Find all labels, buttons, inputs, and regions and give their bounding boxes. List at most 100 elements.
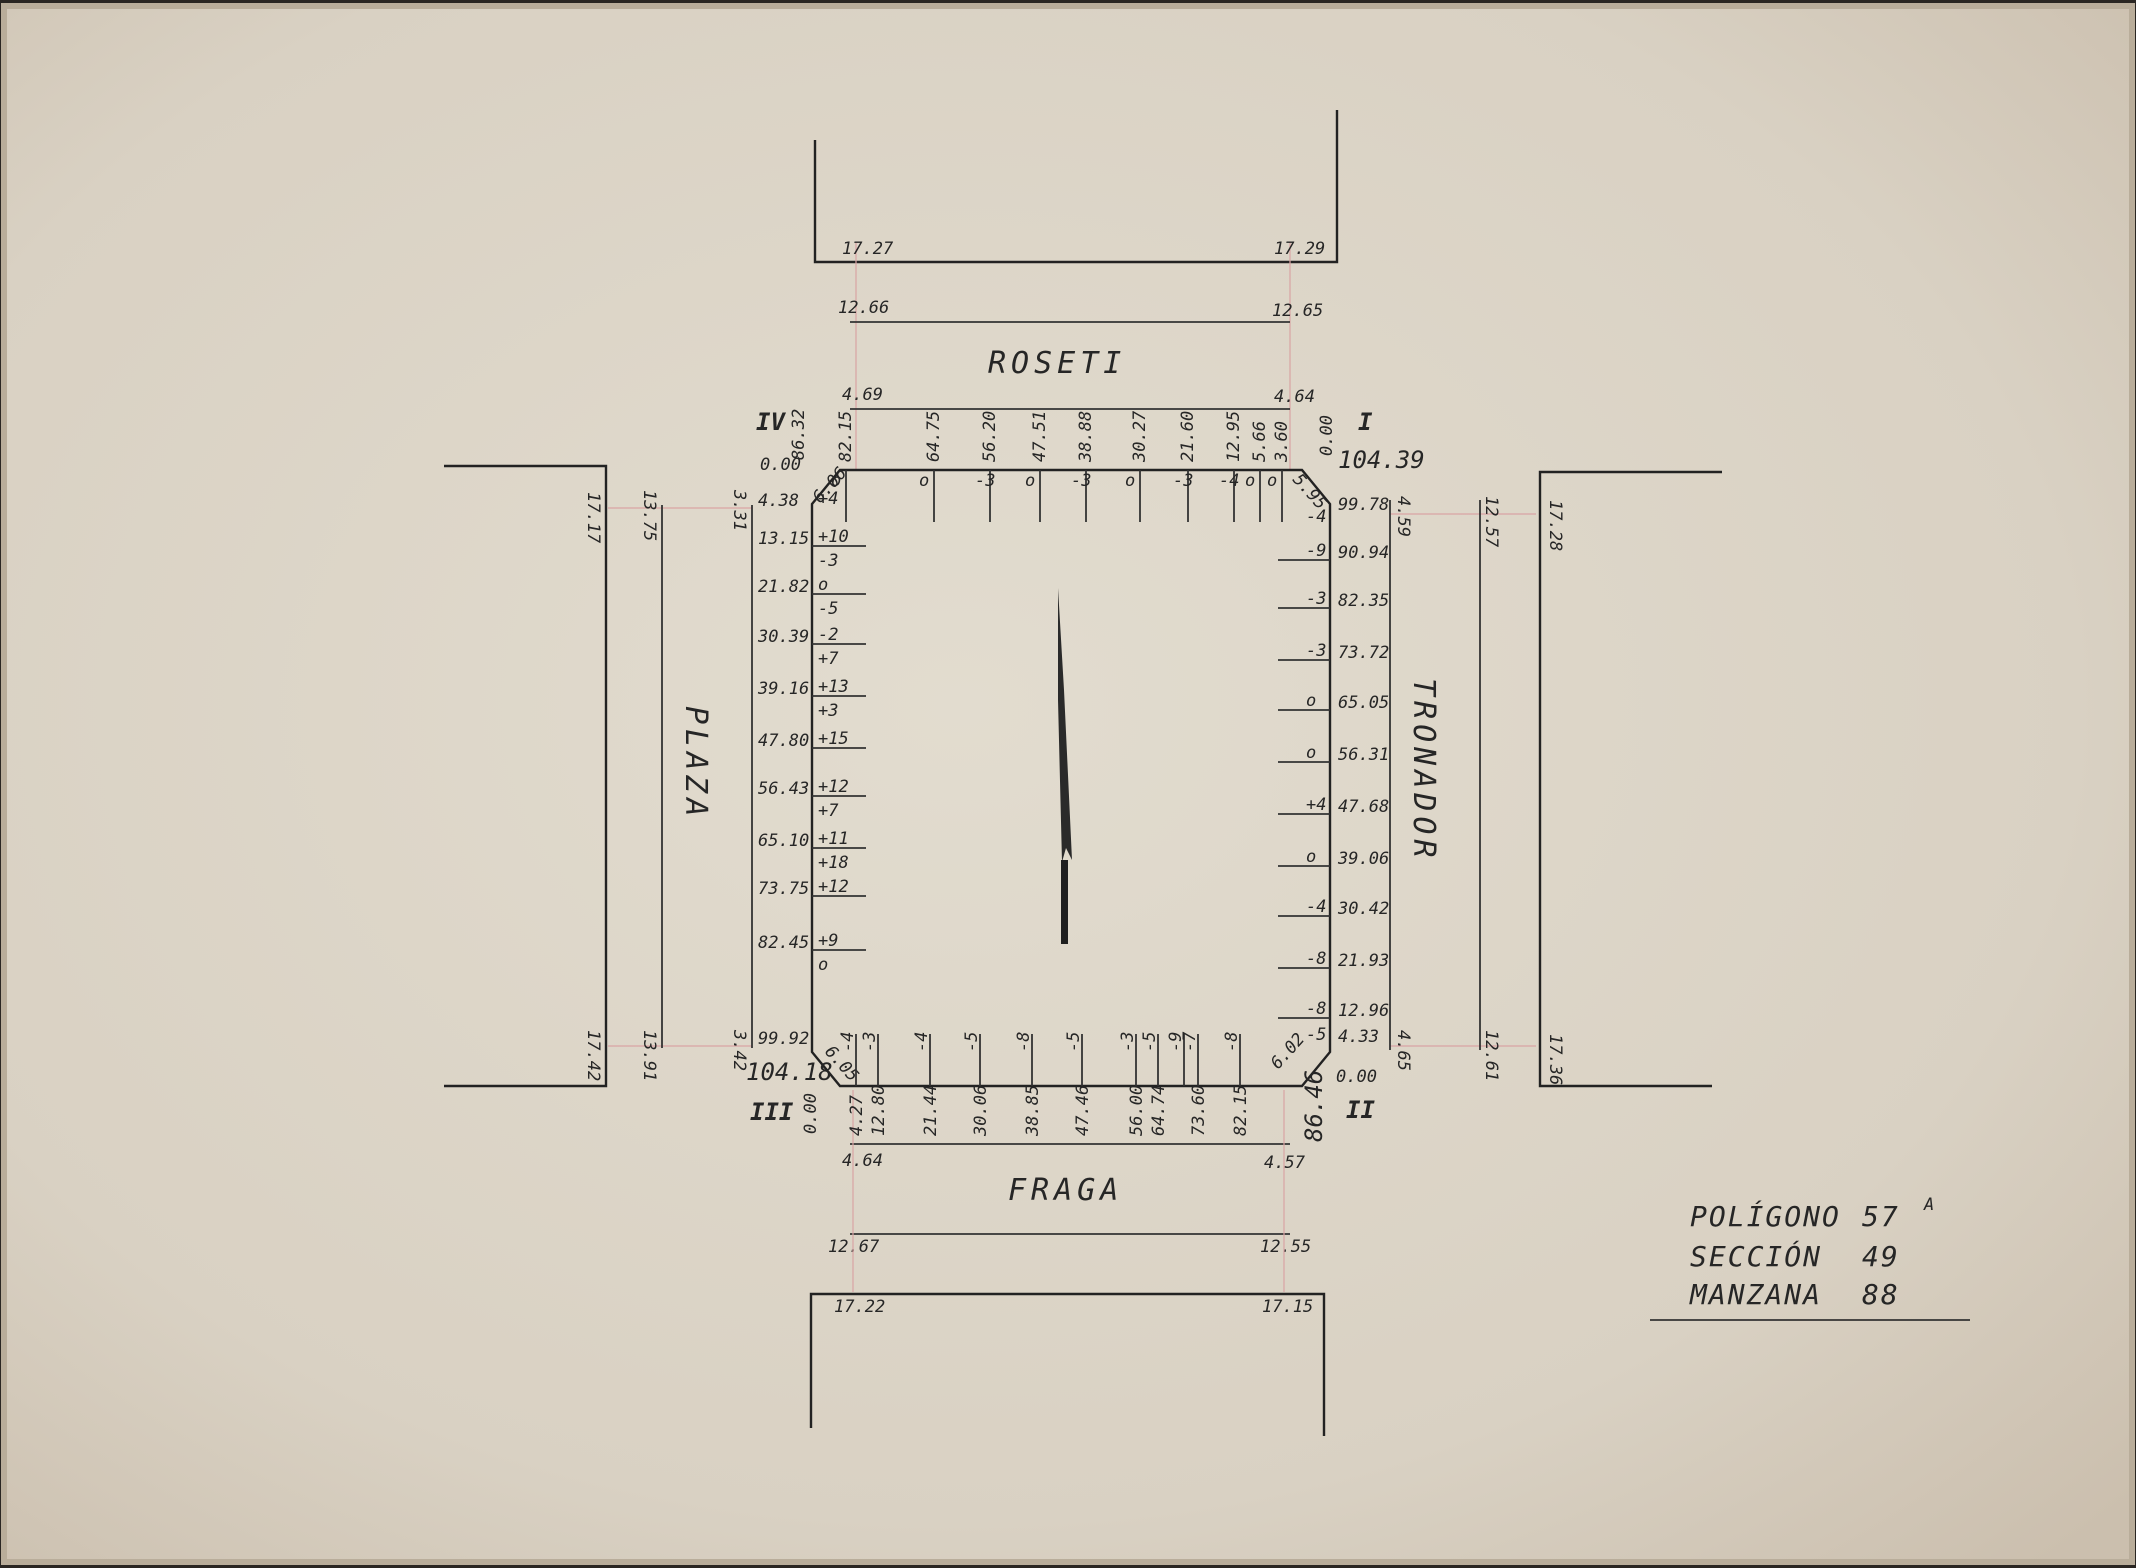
right-tick-elevation: -4 bbox=[1306, 897, 1326, 917]
left-tick-elevation: +12 bbox=[818, 777, 849, 797]
left-tick-elevation: +13 bbox=[818, 677, 849, 697]
bottom-tick-distance: 73.60 bbox=[1189, 1085, 1209, 1136]
right-tick-distance: 82.35 bbox=[1338, 591, 1389, 611]
left-tick-elevation: +9 bbox=[818, 931, 838, 951]
bottom-inner-right: 4.57 bbox=[1264, 1153, 1306, 1173]
left-tick-elevation: +12 bbox=[818, 877, 849, 897]
bottom-side-ticks: -44.27-312.80-421.44-530.06-838.85-547.4… bbox=[838, 1031, 1251, 1137]
right-outer-bottom: 17.36 bbox=[1545, 1034, 1565, 1085]
top-tick-distance: 12.95 bbox=[1224, 411, 1244, 462]
top-tick-distance: 3.60 bbox=[1272, 421, 1292, 463]
top-tick-distance: 30.27 bbox=[1130, 410, 1150, 463]
right-tick-distance: 12.96 bbox=[1338, 1001, 1389, 1021]
right-tick-elevation: o bbox=[1306, 691, 1316, 711]
bottom-outer-right: 17.15 bbox=[1262, 1297, 1313, 1317]
left-inner-bottom: 3.42 bbox=[729, 1029, 749, 1071]
corner-ii-label: II bbox=[1346, 1096, 1375, 1124]
top-tick-distance: 38.88 bbox=[1076, 411, 1096, 463]
paper-edge bbox=[1, 3, 2135, 1565]
bottom-inner-left: 4.64 bbox=[842, 1151, 883, 1171]
right-tick-distance: 21.93 bbox=[1338, 951, 1389, 971]
left-tick-distance: 30.39 bbox=[757, 627, 809, 647]
bottom-tick-distance: 38.85 bbox=[1023, 1085, 1043, 1137]
left-tick-elevation: -2 bbox=[818, 625, 838, 645]
right-tick-distance: 30.42 bbox=[1337, 899, 1389, 919]
right-tick-elevation: o bbox=[1306, 847, 1316, 867]
bottom-mid-left: 12.67 bbox=[828, 1237, 880, 1257]
right-tick-elevation: -9 bbox=[1306, 541, 1326, 561]
bottom-tick-distance: 12.80 bbox=[869, 1085, 889, 1136]
right-tick-distance: 90.94 bbox=[1338, 543, 1389, 563]
bottom-tick-distance: 56.00 bbox=[1127, 1085, 1147, 1136]
top-side-start: 86.32 bbox=[789, 409, 809, 460]
bottom-tick-elevation: -5 bbox=[962, 1032, 982, 1052]
left-tick-distance: 82.45 bbox=[758, 933, 809, 953]
top-tick-distance: 82.15 bbox=[836, 411, 856, 462]
manzana-label: MANZANA bbox=[1689, 1278, 1822, 1311]
right-block-outline bbox=[1538, 470, 1722, 1088]
top-side-ticks: 82.15o64.75o56.20-347.51o38.88-330.27o21… bbox=[831, 410, 1292, 522]
left-tick-elevation-2: -5 bbox=[818, 599, 838, 619]
top-tick-elevation: -3 bbox=[1071, 471, 1091, 491]
title-block: POLÍGONO 57 A SECCIÓN 49 MANZANA 88 bbox=[1650, 1195, 1970, 1321]
bottom-mid-right: 12.55 bbox=[1260, 1237, 1311, 1257]
left-tick-elevation: +11 bbox=[818, 829, 849, 849]
right-outer-top: 17.28 bbox=[1545, 500, 1565, 551]
right-tick-distance: 56.31 bbox=[1338, 745, 1389, 765]
left-tick-elevation-2: +3 bbox=[818, 701, 838, 721]
bottom-tick-elevation: -4 bbox=[912, 1032, 932, 1052]
corner-i-label: I bbox=[1358, 408, 1373, 436]
left-tick-distance: 21.82 bbox=[758, 577, 809, 597]
left-tick-elevation: +4 bbox=[818, 489, 838, 509]
left-outer-top: 17.17 bbox=[583, 492, 603, 544]
bottom-tick-elevation: -3 bbox=[860, 1032, 880, 1052]
right-inner-bottom: 4.65 bbox=[1393, 1030, 1413, 1071]
left-tick-elevation-2: o bbox=[818, 955, 828, 975]
left-tick-distance: 65.10 bbox=[758, 831, 809, 851]
poligono-suffix: A bbox=[1923, 1195, 1934, 1215]
north-arrow-icon bbox=[1058, 588, 1072, 944]
corner-iv-value: 0.00 bbox=[760, 455, 801, 475]
top-inner-left: 4.69 bbox=[842, 385, 883, 405]
seccion-label: SECCIÓN bbox=[1690, 1239, 1822, 1273]
street-left: PLAZA bbox=[678, 706, 713, 821]
manzana-value: 88 bbox=[1862, 1278, 1900, 1311]
top-tick-elevation: o bbox=[1125, 471, 1135, 491]
street-top: ROSETI bbox=[988, 346, 1126, 381]
bottom-tick-elevation: -5 bbox=[1064, 1032, 1084, 1052]
bottom-tick-distance: 47.46 bbox=[1073, 1085, 1093, 1136]
bottom-side-end: 86.46 bbox=[1300, 1070, 1328, 1142]
top-tick-elevation: -4 bbox=[1219, 471, 1239, 491]
left-tick-distance: 4.38 bbox=[758, 491, 799, 511]
left-tick-distance: 13.15 bbox=[758, 529, 809, 549]
bottom-tick-elevation: -5 bbox=[1140, 1032, 1160, 1052]
top-tick-elevation: o bbox=[1025, 471, 1035, 491]
left-mid-bottom: 13.91 bbox=[639, 1030, 659, 1081]
bottom-tick-elevation: -7 bbox=[1180, 1031, 1200, 1052]
right-tick-elevation: -8 bbox=[1306, 949, 1326, 969]
corner-ii-value: 0.00 bbox=[1336, 1067, 1377, 1087]
right-tick-distance: 47.68 bbox=[1338, 797, 1389, 817]
left-tick-elevation-2: +7 bbox=[818, 649, 839, 669]
top-mid-right: 12.65 bbox=[1272, 301, 1323, 321]
top-block-outline bbox=[813, 110, 1339, 264]
left-mid-top: 13.75 bbox=[639, 490, 659, 541]
top-tick-elevation: o bbox=[831, 471, 841, 491]
bottom-tick-elevation: -4 bbox=[838, 1032, 858, 1052]
bottom-tick-distance: 82.15 bbox=[1231, 1085, 1251, 1136]
top-tick-distance: 56.20 bbox=[980, 411, 1000, 462]
left-tick-distance: 73.75 bbox=[758, 879, 809, 899]
left-inner-top: 3.31 bbox=[729, 489, 749, 531]
bottom-tick-distance: 21.44 bbox=[921, 1085, 941, 1136]
left-tick-distance: 47.80 bbox=[758, 731, 809, 751]
corner-iii-value: 104.18 bbox=[746, 1058, 833, 1086]
left-tick-elevation: +15 bbox=[818, 729, 849, 749]
top-tick-elevation: -3 bbox=[1173, 471, 1193, 491]
poligono-value: 57 bbox=[1862, 1200, 1900, 1233]
right-tick-elevation: +4 bbox=[1306, 795, 1326, 815]
top-tick-distance: 47.51 bbox=[1030, 411, 1050, 462]
left-tick-distance: 56.43 bbox=[758, 779, 809, 799]
